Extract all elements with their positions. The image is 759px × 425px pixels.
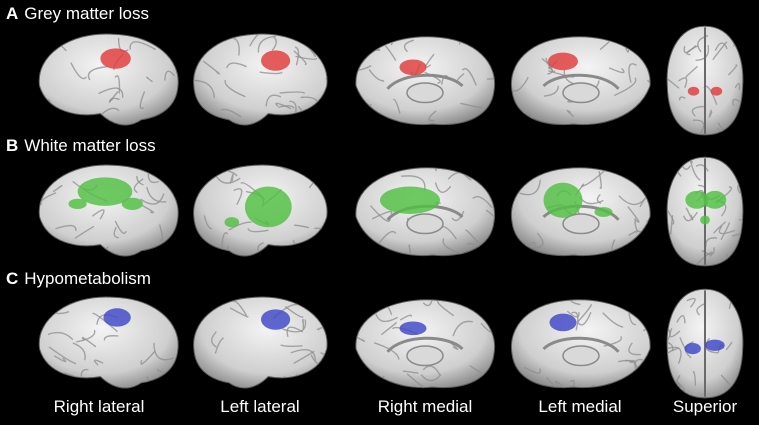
panel-a-letter: A	[6, 4, 19, 23]
view-label-left-lateral: Left lateral	[220, 397, 300, 416]
brain-hypo-right-medial	[355, 299, 496, 389]
lesion-blob	[703, 190, 727, 209]
brain-grey-right-medial	[355, 36, 496, 126]
lesion-blob	[68, 198, 87, 209]
lesion-blob	[121, 197, 143, 210]
brain-white-left-lateral	[193, 164, 328, 257]
panel-c-label: C Hypometabolism	[6, 269, 151, 289]
lesion-blob	[261, 50, 291, 71]
panel-c-title: Hypometabolism	[24, 269, 151, 288]
lesion-blob	[705, 339, 725, 351]
view-label-right-lateral: Right lateral	[53, 397, 145, 416]
lesion-blob	[380, 186, 440, 214]
panel-c-letter: C	[6, 269, 19, 288]
lesion-blob	[710, 86, 723, 96]
brain-grey-left-lateral	[193, 33, 328, 126]
lesion-blob	[244, 186, 292, 228]
lesion-blob	[399, 321, 427, 336]
brain-grey-right-lateral	[38, 33, 179, 126]
lesion-blob	[399, 59, 427, 76]
brain-white-superior	[666, 156, 744, 267]
brain-white-left-medial	[510, 167, 651, 257]
view-label-left-medial: Left medial	[538, 397, 622, 416]
lesion-blob	[685, 190, 709, 209]
brain-hypo-left-lateral	[193, 296, 328, 389]
brain-grey-left-medial	[510, 36, 651, 126]
lesion-blob	[261, 309, 291, 330]
lesion-blob	[543, 182, 583, 218]
lesion-blob	[687, 86, 700, 96]
lesion-blob	[100, 48, 131, 69]
brain-hypo-superior	[666, 288, 744, 399]
panel-a-label: A Grey matter loss	[6, 4, 149, 24]
brain-white-right-medial	[355, 167, 496, 257]
panel-a-title: Grey matter loss	[24, 4, 149, 23]
panel-b-label: B White matter loss	[6, 136, 156, 156]
lesion-blob	[103, 308, 131, 327]
view-label-right-medial: Right medial	[377, 397, 473, 416]
lesion-blob	[224, 217, 240, 228]
lesion-blob	[77, 177, 133, 206]
lesion-blob	[548, 52, 578, 71]
brain-hypo-right-lateral	[38, 296, 179, 389]
view-label-superior: Superior	[672, 397, 738, 416]
brain-white-right-lateral	[38, 164, 179, 257]
lesion-blob	[700, 215, 710, 225]
panel-b-letter: B	[6, 136, 19, 155]
brain-hypo-left-medial	[510, 299, 651, 389]
lesion-blob	[684, 343, 701, 355]
lesion-blob	[594, 207, 613, 217]
brain-grey-superior	[666, 25, 744, 136]
panel-b-title: White matter loss	[24, 136, 156, 155]
lesion-blob	[549, 313, 577, 332]
